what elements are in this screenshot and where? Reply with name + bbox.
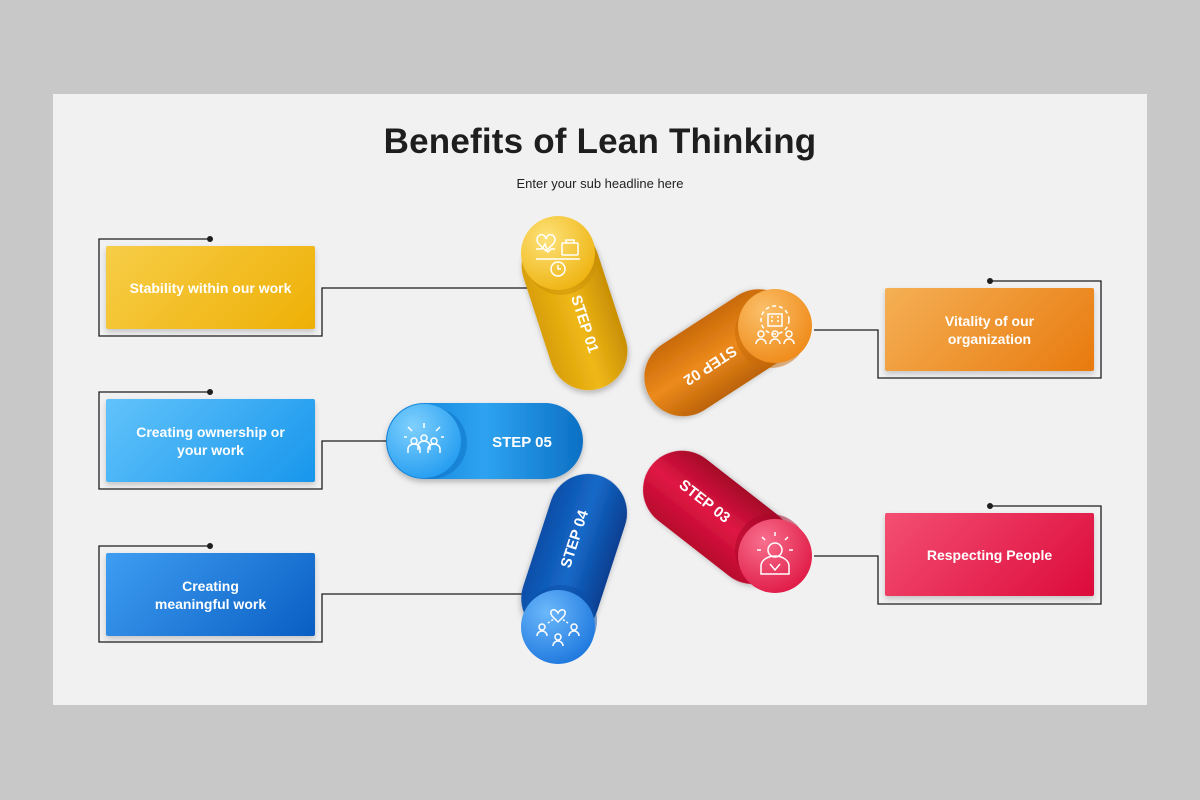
person-idea-icon: [757, 532, 793, 575]
connector-line-3: [814, 505, 1102, 605]
step-05-label: STEP 05: [492, 434, 552, 451]
benefit-box-2: Vitality of our organization: [885, 288, 1094, 371]
connector-line-5: [98, 391, 388, 490]
benefit-box-3: Respecting People: [885, 513, 1094, 596]
step-01-icon-circle: [521, 216, 597, 295]
health-business-icon: [536, 233, 580, 277]
step-02-icon-circle: [735, 289, 812, 368]
page-title: Benefits of Lean Thinking: [383, 122, 817, 161]
benefit-box-5: Creating ownership or your work: [106, 399, 315, 482]
team-celebration-icon: [404, 423, 444, 453]
connector-line-2: [814, 280, 1102, 379]
page-subtitle: Enter your sub headline here: [516, 176, 684, 191]
step-04-icon-circle: [521, 585, 597, 664]
benefit-box-4: Creating meaningful work: [106, 553, 315, 636]
connector-dot-4: [207, 543, 213, 549]
connector-dot-1: [207, 236, 213, 242]
organization-gear-icon: [755, 305, 795, 345]
connector-dot-5: [207, 389, 213, 395]
benefit-box-1: Stability within our work: [106, 246, 315, 329]
connector-dot-3: [987, 503, 993, 509]
step-03-icon-circle: [735, 514, 812, 593]
people-network-icon: [536, 608, 580, 647]
connector-line-4: [98, 545, 523, 643]
connector-line-1: [98, 238, 528, 337]
connector-dot-2: [987, 278, 993, 284]
step-05-icon-circle: [387, 404, 467, 479]
